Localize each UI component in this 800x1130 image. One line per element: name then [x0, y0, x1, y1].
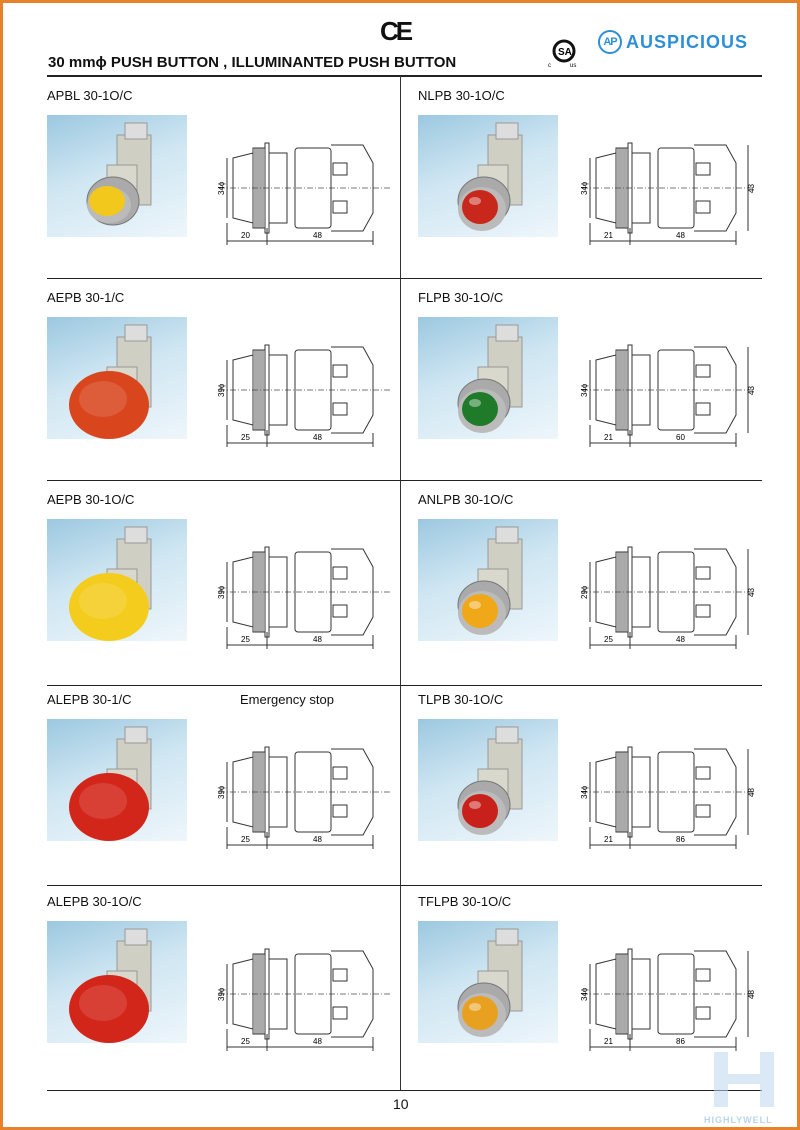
dim-front: 21 [604, 433, 613, 442]
dim-body: 48 [313, 835, 322, 844]
product-photo [47, 519, 187, 641]
dimension-drawing: 39ϕ 25 48 [213, 537, 393, 657]
dim-front: 21 [604, 835, 613, 844]
emergency-stop-note: Emergency stop [240, 692, 334, 707]
product-cell: NLPB 30-1O/C 34ϕ 21 48 43 [418, 85, 768, 285]
product-model: ANLPB 30-1O/C [418, 492, 514, 507]
product-model: APBL 30-1O/C [47, 88, 133, 103]
ce-mark: CE [380, 16, 413, 46]
product-cell: TLPB 30-1O/C 34ϕ 21 86 48 [418, 689, 768, 889]
dim-front: 25 [604, 635, 613, 644]
dim-height: 43 [747, 386, 756, 395]
product-cell: AEPB 30-1O/C 39ϕ 25 48 [47, 489, 397, 689]
dim-height: 43 [747, 184, 756, 193]
dimension-drawing: 34ϕ 21 86 48 [576, 939, 756, 1059]
dim-diameter: 29ϕ [580, 585, 589, 599]
brand-logo: AP AUSPICIOUS [598, 30, 748, 54]
product-model: NLPB 30-1O/C [418, 88, 505, 103]
product-model: TLPB 30-1O/C [418, 692, 504, 707]
dim-body: 48 [313, 1037, 322, 1046]
csa-us: us [570, 63, 576, 68]
dimension-drawing: 34ϕ 21 48 43 [576, 133, 756, 253]
page-title: 30 mmϕ PUSH BUTTON , ILLUMINANTED PUSH B… [48, 54, 457, 71]
row-divider [47, 685, 762, 686]
product-photo [418, 317, 558, 439]
dim-diameter: 34ϕ [580, 383, 589, 397]
row-divider [47, 1090, 762, 1091]
product-cell: ALEPB 30-1O/C 39ϕ 25 48 [47, 891, 397, 1091]
dim-height: 48 [747, 990, 756, 999]
row-divider [47, 885, 762, 886]
dim-diameter: 34ϕ [580, 987, 589, 1001]
product-photo [418, 719, 558, 841]
dim-body: 48 [313, 231, 322, 240]
watermark-h-icon [714, 1052, 774, 1107]
product-photo [47, 921, 187, 1043]
product-photo [418, 921, 558, 1043]
dim-front: 25 [241, 835, 250, 844]
dim-body: 60 [676, 433, 685, 442]
dim-front: 20 [241, 231, 250, 240]
dimension-drawing: 39ϕ 25 48 [213, 939, 393, 1059]
dimension-drawing: 34ϕ 20 48 [213, 133, 393, 253]
product-cell: ALEPB 30-1/C 39ϕ 25 48 [47, 689, 397, 889]
dim-diameter: 39ϕ [217, 785, 226, 799]
row-divider [47, 480, 762, 481]
csa-logo: SA c us [548, 39, 576, 68]
product-model: ALEPB 30-1/C [47, 692, 132, 707]
product-cell: ANLPB 30-1O/C 29ϕ 25 48 43 [418, 489, 768, 689]
header-divider [47, 75, 762, 77]
dim-front: 21 [604, 1037, 613, 1046]
dim-diameter: 34ϕ [580, 181, 589, 195]
dimension-drawing: 34ϕ 21 60 43 [576, 335, 756, 455]
dim-front: 21 [604, 231, 613, 240]
dim-height: 48 [747, 788, 756, 797]
page-number: 10 [393, 1096, 409, 1112]
brand-name: AUSPICIOUS [626, 31, 749, 52]
dim-diameter: 34ϕ [580, 785, 589, 799]
product-cell: TFLPB 30-1O/C 34ϕ 21 86 48 [418, 891, 768, 1091]
product-cell: FLPB 30-1O/C 34ϕ 21 60 43 [418, 287, 768, 487]
dimension-drawing: 34ϕ 21 86 48 [576, 737, 756, 857]
product-model: TFLPB 30-1O/C [418, 894, 512, 909]
brand-logo-mark: AP [598, 30, 622, 54]
product-model: ALEPB 30-1O/C [47, 894, 142, 909]
csa-text: SA [558, 47, 572, 58]
dim-diameter: 39ϕ [217, 383, 226, 397]
dimension-drawing: 39ϕ 25 48 [213, 335, 393, 455]
product-photo [47, 115, 187, 237]
dim-diameter: 39ϕ [217, 987, 226, 1001]
product-photo [418, 115, 558, 237]
dim-front: 25 [241, 1037, 250, 1046]
column-divider [400, 76, 401, 1090]
product-photo [47, 317, 187, 439]
watermark: HIGHLYWELL [700, 1040, 790, 1125]
dim-body: 86 [676, 835, 685, 844]
dim-body: 48 [676, 635, 685, 644]
dim-front: 25 [241, 635, 250, 644]
csa-c: c [548, 63, 551, 68]
dim-body: 86 [676, 1037, 685, 1046]
dim-height: 43 [747, 588, 756, 597]
product-photo [47, 719, 187, 841]
product-cell: AEPB 30-1/C 39ϕ 25 48 [47, 287, 397, 487]
product-model: AEPB 30-1O/C [47, 492, 135, 507]
dimension-drawing: 39ϕ 25 48 [213, 737, 393, 857]
row-divider [47, 278, 762, 279]
product-model: FLPB 30-1O/C [418, 290, 504, 305]
watermark-text: HIGHLYWELL [704, 1115, 773, 1125]
dim-diameter: 34ϕ [217, 181, 226, 195]
dim-body: 48 [676, 231, 685, 240]
dim-front: 25 [241, 433, 250, 442]
dim-body: 48 [313, 433, 322, 442]
product-cell: APBL 30-1O/C 34ϕ 20 48 [47, 85, 397, 285]
dim-body: 48 [313, 635, 322, 644]
product-photo [418, 519, 558, 641]
product-model: AEPB 30-1/C [47, 290, 125, 305]
dim-diameter: 39ϕ [217, 585, 226, 599]
dimension-drawing: 29ϕ 25 48 43 [576, 537, 756, 657]
